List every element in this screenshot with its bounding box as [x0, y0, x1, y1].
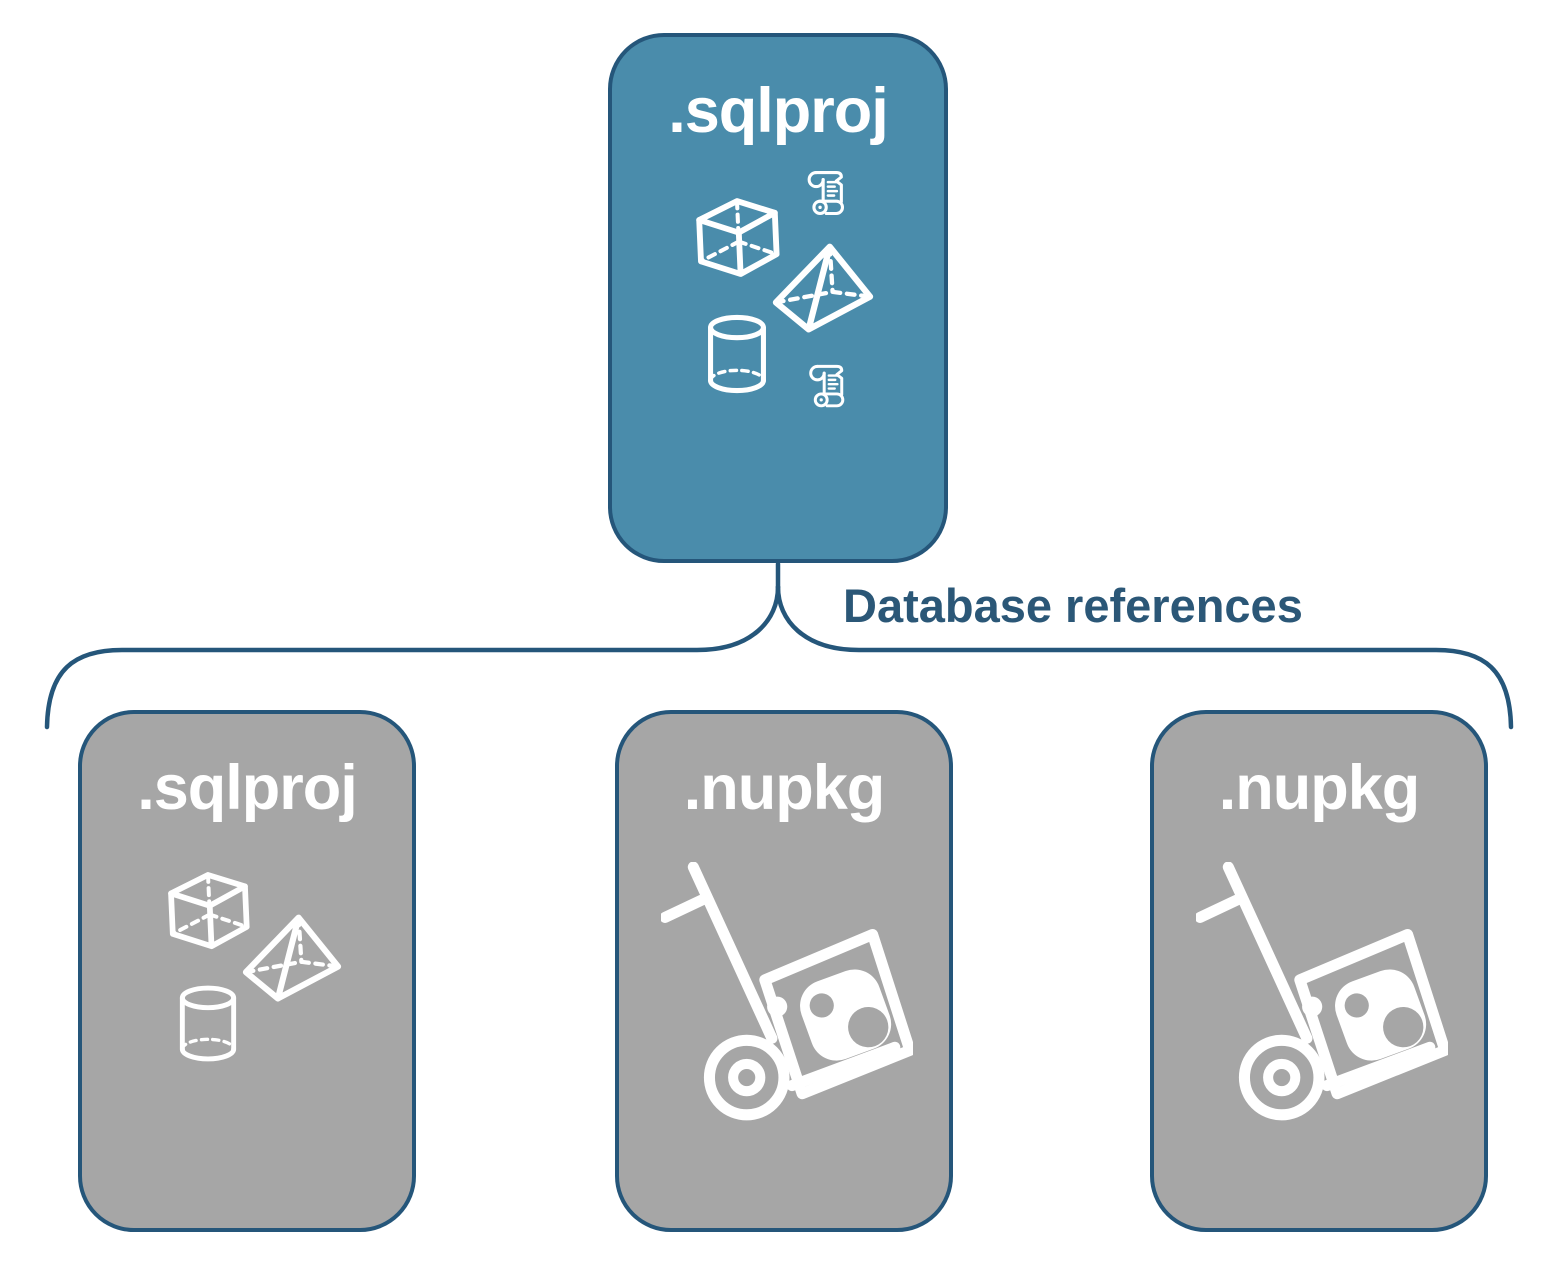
box-title: .nupkg [683, 753, 885, 823]
pyramid-icon [772, 243, 874, 333]
nuget-logo [1302, 969, 1427, 1061]
package-dolly-icon [661, 862, 913, 1121]
child-box-nupkg-2: .nupkg [1150, 710, 1488, 1232]
pyramid-icon [242, 914, 342, 1002]
package-dolly-icon [1196, 862, 1448, 1121]
box-title: .sqlproj [668, 76, 889, 146]
child-box-sqlproj: .sqlproj [78, 710, 416, 1232]
cylinder-icon [708, 314, 766, 394]
box-title: .nupkg [1218, 753, 1420, 823]
nuget-logo [767, 969, 892, 1061]
cylinder-icon [179, 985, 237, 1062]
cube-icon [168, 872, 250, 950]
box-title: .sqlproj [137, 753, 358, 823]
script-scroll-icon [807, 171, 845, 216]
cube-icon [696, 198, 780, 277]
connector-label: Database references [843, 579, 1303, 632]
root-box-sqlproj: .sqlproj [608, 33, 948, 563]
child-box-nupkg-1: .nupkg [615, 710, 953, 1232]
script-scroll-icon [809, 364, 845, 408]
